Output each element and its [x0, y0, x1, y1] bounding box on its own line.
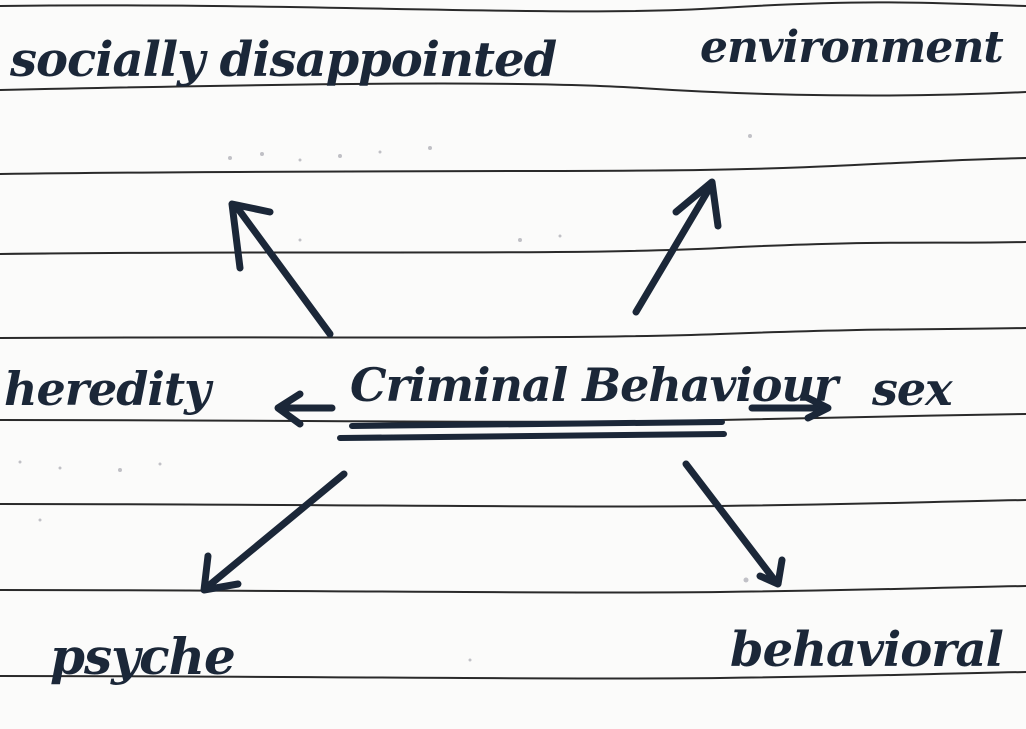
- ruled-line: [0, 241, 1026, 255]
- central-title: Criminal Behaviour: [350, 358, 838, 412]
- central-title-underline: [337, 419, 727, 441]
- arrow-to-heredity: [274, 390, 336, 428]
- node-heredity: heredity: [4, 362, 211, 416]
- ruled-line: [0, 1, 1026, 13]
- node-sex: sex: [872, 362, 953, 416]
- paper-specks: [18, 134, 752, 662]
- node-behavioral: behavioral: [730, 622, 1004, 678]
- ruled-line: [0, 499, 1026, 508]
- arrow-to-psyche: [200, 470, 348, 594]
- arrow-to-sex: [748, 394, 832, 422]
- ruled-line: [0, 82, 1026, 97]
- node-psyche: psyche: [50, 627, 236, 686]
- node-environment: environment: [700, 22, 1004, 73]
- ruled-lines: [0, 1, 1026, 680]
- ruled-line: [0, 671, 1026, 680]
- diagram-arrows: [200, 178, 832, 594]
- node-socially-disappointed: socially disappointed: [10, 32, 557, 88]
- ruled-line: [0, 327, 1026, 339]
- arrow-to-behavioral: [682, 460, 786, 588]
- arrow-to-environment: [632, 178, 722, 316]
- ruled-line: [0, 157, 1026, 175]
- arrow-to-socially-disappointed: [228, 200, 334, 338]
- ruled-line: [0, 585, 1026, 594]
